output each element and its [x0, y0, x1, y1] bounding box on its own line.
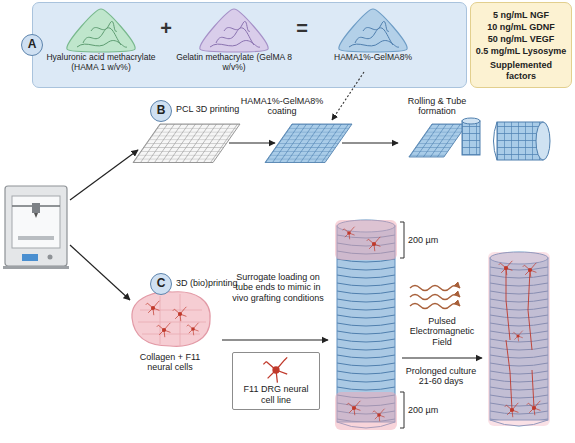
- triangle-outline: [63, 7, 139, 53]
- neuron-cell: [187, 323, 199, 336]
- polymer-chain: [349, 41, 399, 48]
- cell-line-caption: F11 DRG neural cell line: [233, 384, 319, 405]
- pcl-grid: [133, 124, 240, 163]
- neuron-cell: [513, 331, 523, 342]
- polymer-chain: [91, 21, 117, 31]
- process-arrow: [70, 245, 130, 300]
- polymer-chain: [210, 41, 260, 48]
- cell-growth: [488, 252, 550, 426]
- printer-knob: [48, 255, 53, 260]
- coated-scaffold: [265, 124, 352, 163]
- neuron-cell: [367, 237, 381, 251]
- panel-letter: C: [150, 273, 172, 295]
- step-label: Surrogate loading on tube ends to mimic …: [230, 272, 326, 303]
- step-label: Prolonged culture 21-60 days: [400, 366, 482, 387]
- field-wave: [410, 286, 460, 291]
- polymer-chain: [77, 41, 127, 48]
- cell-load-top: [335, 220, 397, 260]
- printer-window: [12, 196, 60, 248]
- factor-line: 0.5 mg/mL Lysosyme: [476, 45, 567, 57]
- factor-line: 10 ng/mL GDNF: [487, 21, 554, 33]
- material-caption: HAMA1%-GelMA8%: [313, 53, 433, 63]
- material-caption: Hyaluronic acid methacrylate (HAMA 1 w/v…: [41, 53, 161, 73]
- neuron-cell: [505, 403, 519, 417]
- factor-box: 5 ng/mL NGF10 ng/mL GDNF50 ng/mL VEGF0.5…: [470, 2, 572, 88]
- material-caption: Gelatin methacrylate (GelMA 8 w/v%): [174, 53, 294, 73]
- neuron-cell: [343, 227, 355, 240]
- dimension-label: 200 µm: [408, 405, 453, 415]
- hydrogel-triangle: Hyaluronic acid methacrylate (HAMA 1 w/v…: [63, 7, 139, 53]
- neuron-cell: [157, 323, 171, 337]
- neuron-cell: [523, 263, 537, 277]
- step-label: Collagen + F11 neural cells: [130, 352, 210, 373]
- printer-body: [5, 186, 67, 266]
- factor-line: 50 ng/mL VEGF: [488, 33, 554, 45]
- dimension-bracket: [400, 222, 404, 258]
- sheet-grid: [409, 124, 467, 157]
- neuron-cell: [527, 401, 541, 415]
- printer-screen: [22, 254, 38, 261]
- triangle-shape: [67, 9, 135, 52]
- printer-nozzle: [32, 203, 40, 213]
- neuron-cell: [146, 301, 160, 315]
- process-arrow: [402, 357, 482, 358]
- tube-opening: [536, 122, 550, 160]
- neuron-cell: [499, 261, 513, 275]
- triangle-shape: [200, 9, 268, 52]
- neuron-cell: [347, 401, 361, 415]
- pcl-scaffold: [133, 124, 240, 163]
- factor-heading: Supplemented factors: [485, 60, 557, 82]
- triangle-outline: [196, 7, 272, 53]
- hydrogel-triangle: HAMA1%-GelMA8%: [335, 7, 411, 53]
- process-arrow: [70, 150, 138, 200]
- neuron-cell: [173, 307, 187, 321]
- operator-sign: +: [156, 17, 176, 40]
- hydrogel-triangle: Gelatin methacrylate (GelMA 8 w/v%): [196, 7, 272, 53]
- step-label: Rolling & Tube formation: [398, 96, 476, 117]
- rolled-end: [462, 118, 480, 124]
- panel-letter: A: [21, 34, 43, 56]
- cell-line-box: F11 DRG neural cell line: [232, 352, 320, 410]
- step-label: HAMA1%-GelMA8% coating: [240, 96, 324, 117]
- printer-icon: [3, 186, 69, 269]
- triangle-outline: [335, 7, 411, 53]
- collagen-construct: [132, 292, 210, 347]
- triangle-shape: [339, 9, 407, 52]
- dimension-bracket: [400, 392, 404, 428]
- field-wave: [410, 304, 460, 309]
- printer-bed: [18, 236, 54, 240]
- step-label: Pulsed Electromagnetic Field: [404, 316, 480, 347]
- rolling-sheet: [409, 124, 467, 157]
- panel-letter: B: [151, 101, 171, 120]
- polymer-chain: [224, 21, 250, 31]
- axon-lines: [506, 268, 534, 410]
- panel-letter: B: [150, 100, 172, 122]
- neuron-cell: [373, 409, 385, 422]
- printer-base: [3, 266, 69, 269]
- field-wave: [410, 295, 460, 300]
- operator-sign: =: [292, 17, 312, 40]
- panel-box: AHyaluronic acid methacrylate (HAMA 1 w/…: [32, 2, 467, 88]
- neuron-icon: [263, 357, 287, 382]
- process-arrow: [222, 339, 328, 340]
- factor-line: 5 ng/mL NGF: [493, 9, 549, 21]
- process-arrow: [342, 142, 398, 143]
- construct-lines: [138, 294, 206, 346]
- dimension-label: 200 µm: [408, 235, 453, 245]
- cell-load-bottom: [335, 392, 397, 430]
- coated-grid: [265, 124, 352, 163]
- polymer-chain: [363, 21, 389, 31]
- panel-letter: C: [151, 274, 171, 293]
- tube-edge: [494, 122, 498, 160]
- rolled-part: [462, 121, 480, 155]
- process-arrow: [229, 142, 275, 143]
- printer-tip: [34, 213, 38, 218]
